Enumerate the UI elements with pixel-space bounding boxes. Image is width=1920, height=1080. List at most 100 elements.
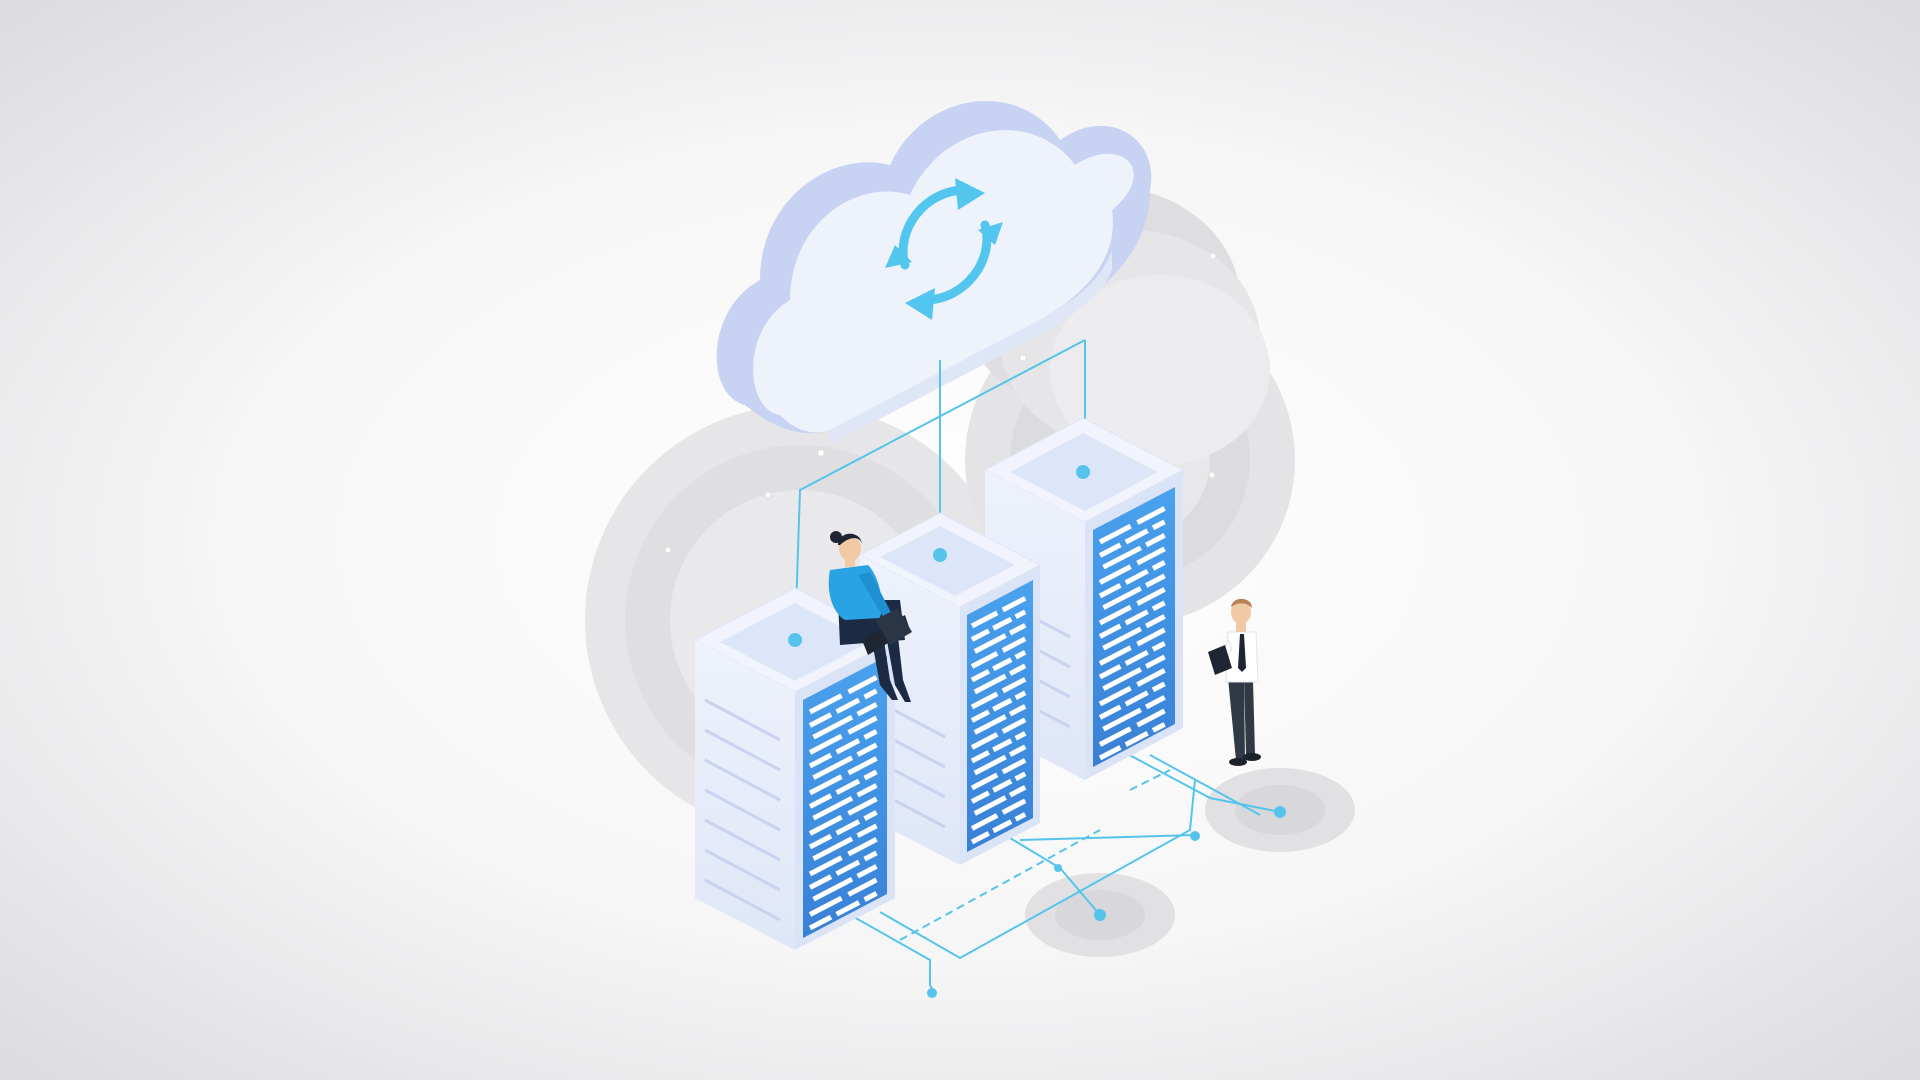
server-slot <box>1151 560 1166 571</box>
server-slot <box>863 891 878 902</box>
server-slot <box>1001 717 1027 734</box>
server-slot <box>970 628 990 642</box>
server-slot <box>973 754 1007 776</box>
server-slot <box>808 855 843 877</box>
server-slot <box>1145 573 1166 588</box>
server-slot <box>970 669 990 683</box>
server-slot <box>808 712 833 728</box>
server-slot <box>1008 663 1027 676</box>
server-slot <box>1136 668 1166 687</box>
server-slot <box>1014 812 1027 822</box>
server-slot <box>970 813 999 831</box>
server-slot <box>812 795 854 821</box>
server-slot <box>1145 533 1166 548</box>
server-slot <box>1136 506 1166 525</box>
server-slot <box>1102 586 1142 610</box>
server-slot <box>1102 707 1142 732</box>
laptop-icon <box>862 608 912 655</box>
server-slot <box>835 697 861 714</box>
server-slot <box>1124 528 1149 545</box>
server-slot <box>973 714 1007 735</box>
server-slot <box>1102 545 1142 570</box>
server-slot <box>1098 564 1132 585</box>
server-slot <box>863 729 878 740</box>
server-slot <box>1098 542 1122 558</box>
server-slot <box>1098 664 1122 680</box>
server-slot <box>863 810 878 821</box>
server-slot <box>856 783 878 798</box>
cloud-icon <box>716 101 1152 445</box>
server-slot <box>1124 609 1149 626</box>
server-slot <box>812 876 854 902</box>
server-slot <box>863 688 878 700</box>
server-slot <box>1001 636 1027 653</box>
server-slot <box>1151 600 1166 612</box>
server-slot <box>1098 523 1132 545</box>
server-slot <box>1014 690 1027 701</box>
server-slot <box>847 837 878 857</box>
server-slot <box>835 900 861 917</box>
server-slot <box>970 610 999 629</box>
server-slot <box>835 778 861 795</box>
server-slot <box>1098 704 1122 720</box>
server-slot <box>1136 708 1166 728</box>
server-slot <box>992 778 1013 793</box>
server-slot <box>970 709 990 723</box>
server-slot <box>973 633 1007 654</box>
floating-dots <box>664 252 1217 554</box>
server-slot <box>1014 771 1027 782</box>
clipboard-icon <box>1208 645 1232 675</box>
server-slot <box>808 833 833 850</box>
server-slot <box>992 738 1013 753</box>
server-rack-1 <box>693 587 897 950</box>
server-slot <box>1151 722 1166 733</box>
server-slot <box>1124 649 1149 666</box>
server-slot <box>1008 623 1027 636</box>
server-slot <box>847 756 878 776</box>
server-slot <box>973 673 1007 695</box>
server-slot <box>1001 758 1027 775</box>
server-slot <box>992 657 1013 672</box>
server-slot <box>970 790 990 804</box>
server-slot <box>863 769 878 781</box>
server-slot <box>1008 704 1027 717</box>
server-slot <box>808 774 843 796</box>
server-slot <box>847 877 878 897</box>
server-slot <box>1001 677 1027 694</box>
server-slot <box>863 850 878 862</box>
server-slot <box>856 702 878 717</box>
server-slot <box>1098 623 1122 639</box>
server-slot <box>808 895 843 917</box>
server-slot <box>970 732 999 750</box>
server-slot <box>992 697 1013 712</box>
server-slot <box>970 691 999 710</box>
server-slot <box>1098 604 1132 626</box>
server-slot <box>1124 690 1149 707</box>
server-slot <box>808 733 843 755</box>
server-slot <box>1151 681 1166 693</box>
server-slot <box>970 750 990 764</box>
server-slot <box>1098 645 1132 666</box>
server-slot <box>812 714 854 740</box>
server-slot <box>992 616 1013 631</box>
server-slot <box>1145 654 1166 669</box>
server-slot <box>808 693 843 715</box>
server-slot <box>847 715 878 735</box>
server-slot <box>1001 798 1027 815</box>
floor-circuit-nodes <box>927 831 1200 998</box>
server-slot <box>992 819 1013 834</box>
server-slot <box>847 675 878 695</box>
server-slot <box>970 831 990 845</box>
server-slot <box>1014 650 1027 660</box>
server-slot <box>812 755 854 780</box>
server-slot <box>1014 731 1027 741</box>
server-slot <box>856 823 878 838</box>
server-slot <box>835 859 861 876</box>
server-slot <box>1136 546 1166 566</box>
server-slot <box>856 864 878 879</box>
server-slot <box>1008 785 1027 798</box>
server-panel-slots <box>808 506 1166 931</box>
server-slot <box>1098 583 1122 599</box>
